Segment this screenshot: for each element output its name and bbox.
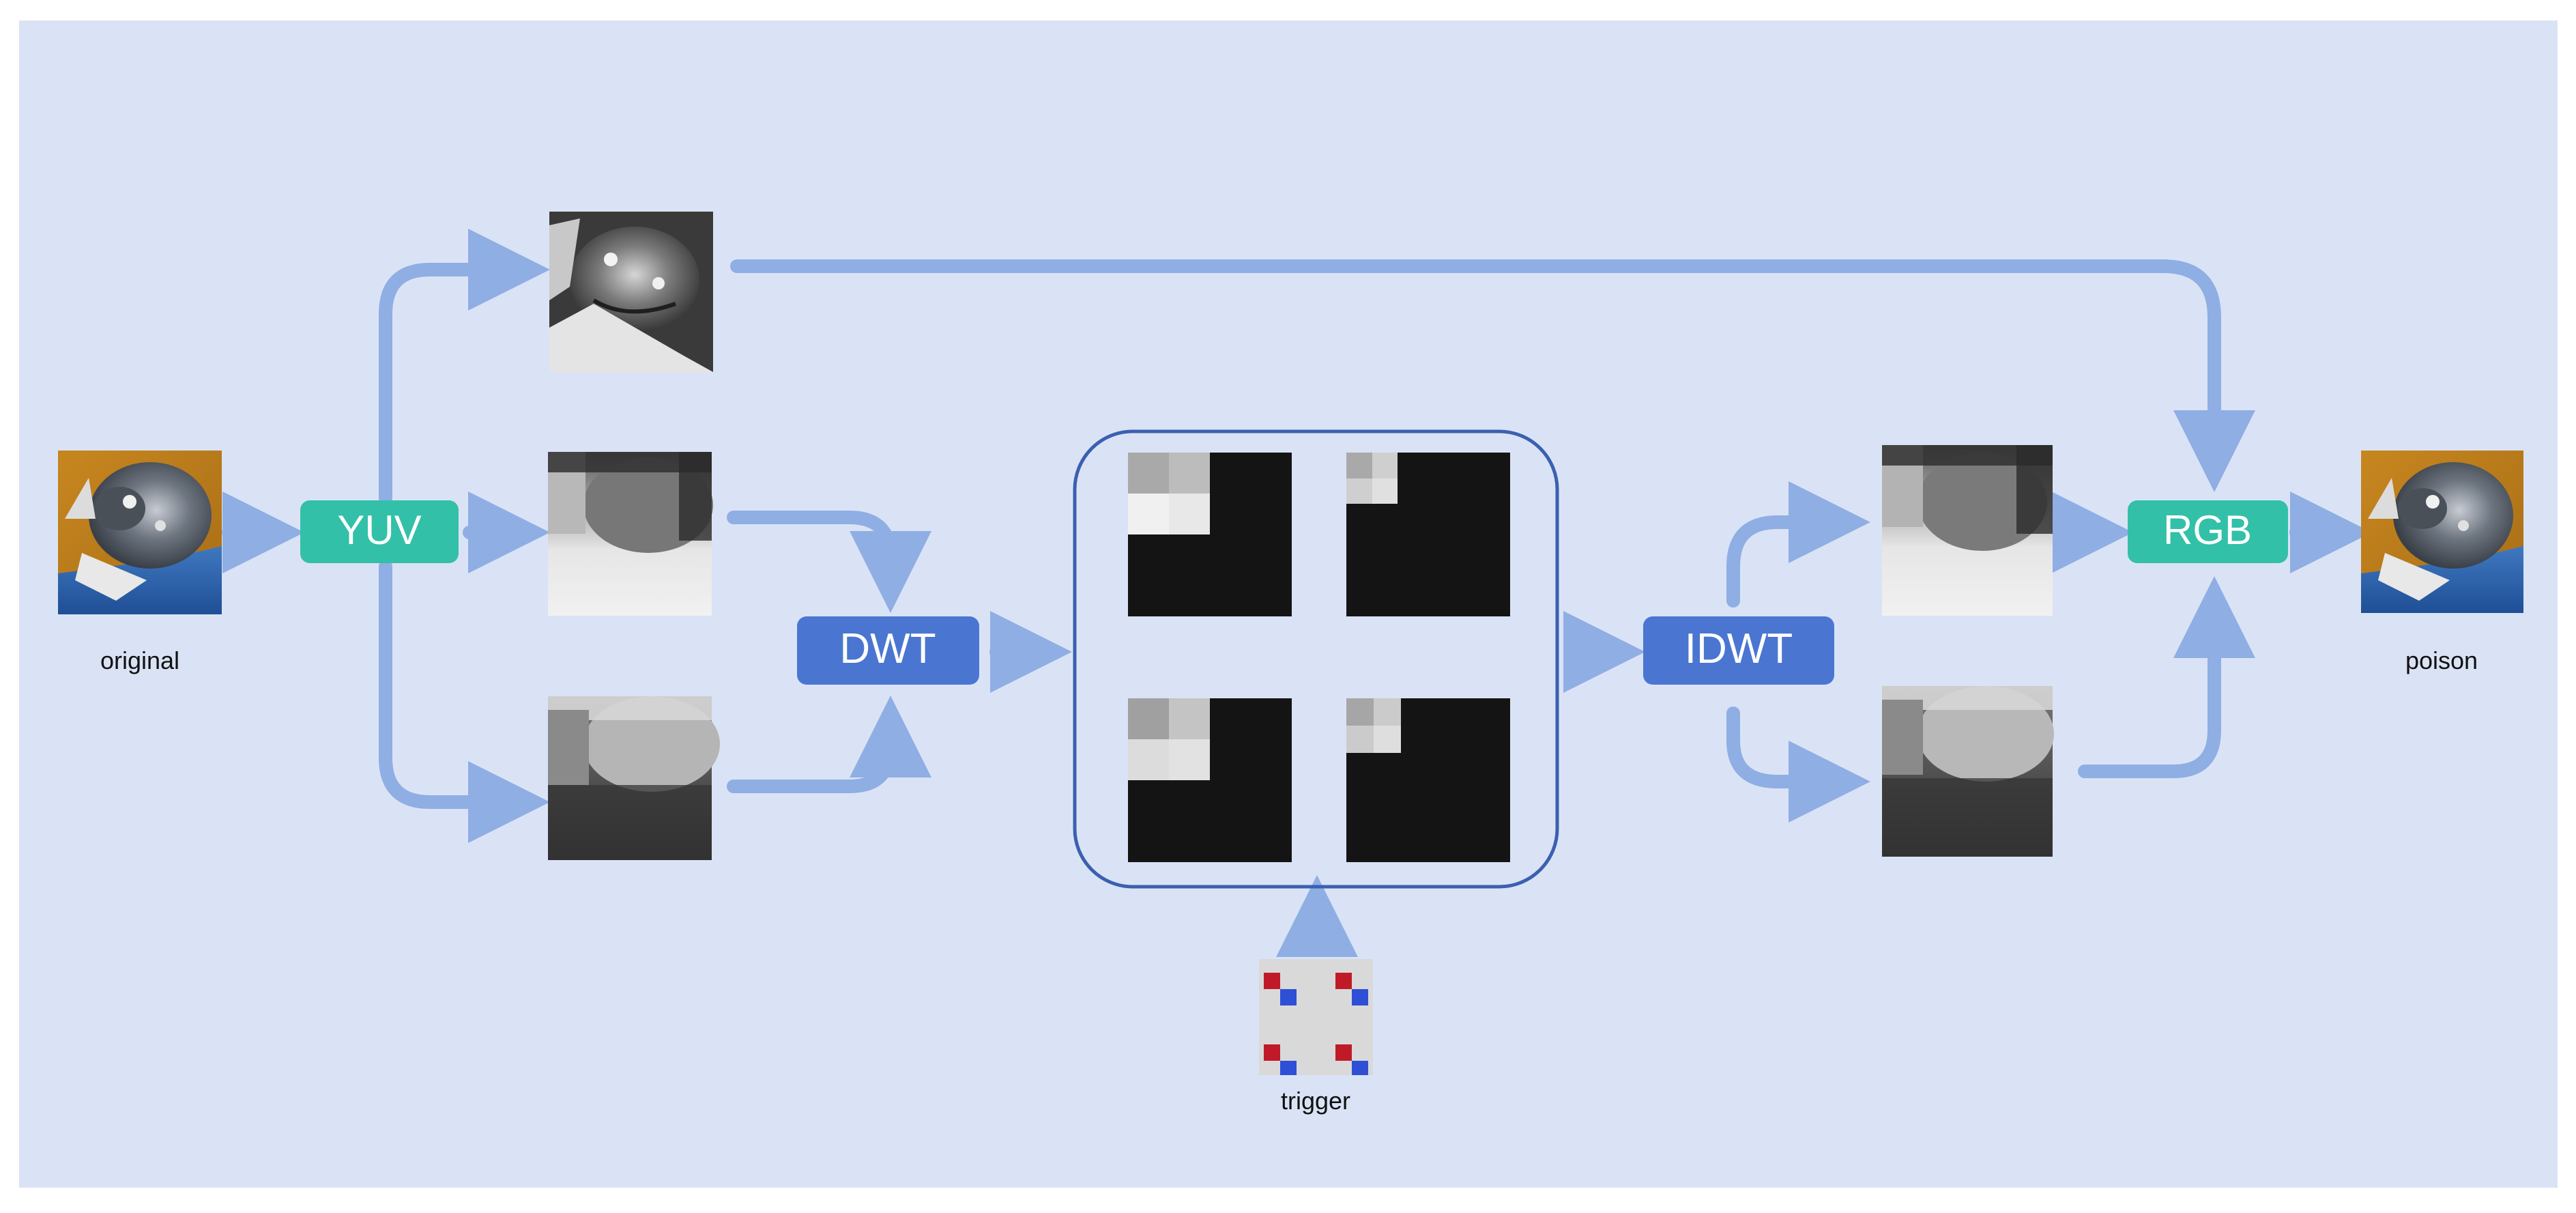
trigger-image bbox=[1259, 959, 1373, 1075]
poison-label: poison bbox=[2405, 646, 2478, 674]
poison-image bbox=[2361, 451, 2523, 613]
idwt-box-label: IDWT bbox=[1685, 625, 1793, 672]
trigger-label: trigger bbox=[1281, 1087, 1350, 1115]
arrow-idwt-to-v bbox=[1726, 707, 1871, 823]
subband-tile-2 bbox=[1346, 453, 1510, 616]
yuv-box: YUV bbox=[300, 500, 459, 563]
original-label: original bbox=[100, 646, 179, 674]
dwt-box-label: DWT bbox=[839, 625, 936, 672]
arrow-yuv-to-y bbox=[379, 229, 551, 505]
idwt-u-channel-image bbox=[1882, 445, 2053, 616]
rgb-box: RGB bbox=[2128, 500, 2288, 563]
dwt-coefficient-panel bbox=[1073, 429, 1559, 889]
arrow-v-to-dwt bbox=[727, 695, 931, 793]
original-image bbox=[58, 451, 222, 614]
arrow-u-to-dwt bbox=[727, 511, 931, 614]
arrows bbox=[222, 229, 2373, 957]
idwt-v-channel-image bbox=[1882, 686, 2054, 857]
arrow-idwt-to-u bbox=[1726, 481, 1871, 608]
yuv-box-label: YUV bbox=[337, 507, 421, 553]
v-channel-image bbox=[548, 696, 720, 860]
dwt-box: DWT bbox=[797, 616, 979, 685]
rgb-box-label: RGB bbox=[2163, 507, 2252, 553]
y-channel-image bbox=[549, 212, 713, 372]
subband-tile-3 bbox=[1128, 698, 1292, 862]
u-channel-image bbox=[548, 452, 713, 616]
arrow-yuv-to-v bbox=[379, 560, 551, 843]
subband-tile-4 bbox=[1346, 698, 1510, 862]
subband-tile-1 bbox=[1128, 453, 1292, 616]
idwt-box: IDWT bbox=[1643, 616, 1834, 685]
arrow-idwt-v-to-rgb bbox=[2078, 575, 2255, 778]
arrow-y-to-rgb bbox=[730, 259, 2255, 493]
